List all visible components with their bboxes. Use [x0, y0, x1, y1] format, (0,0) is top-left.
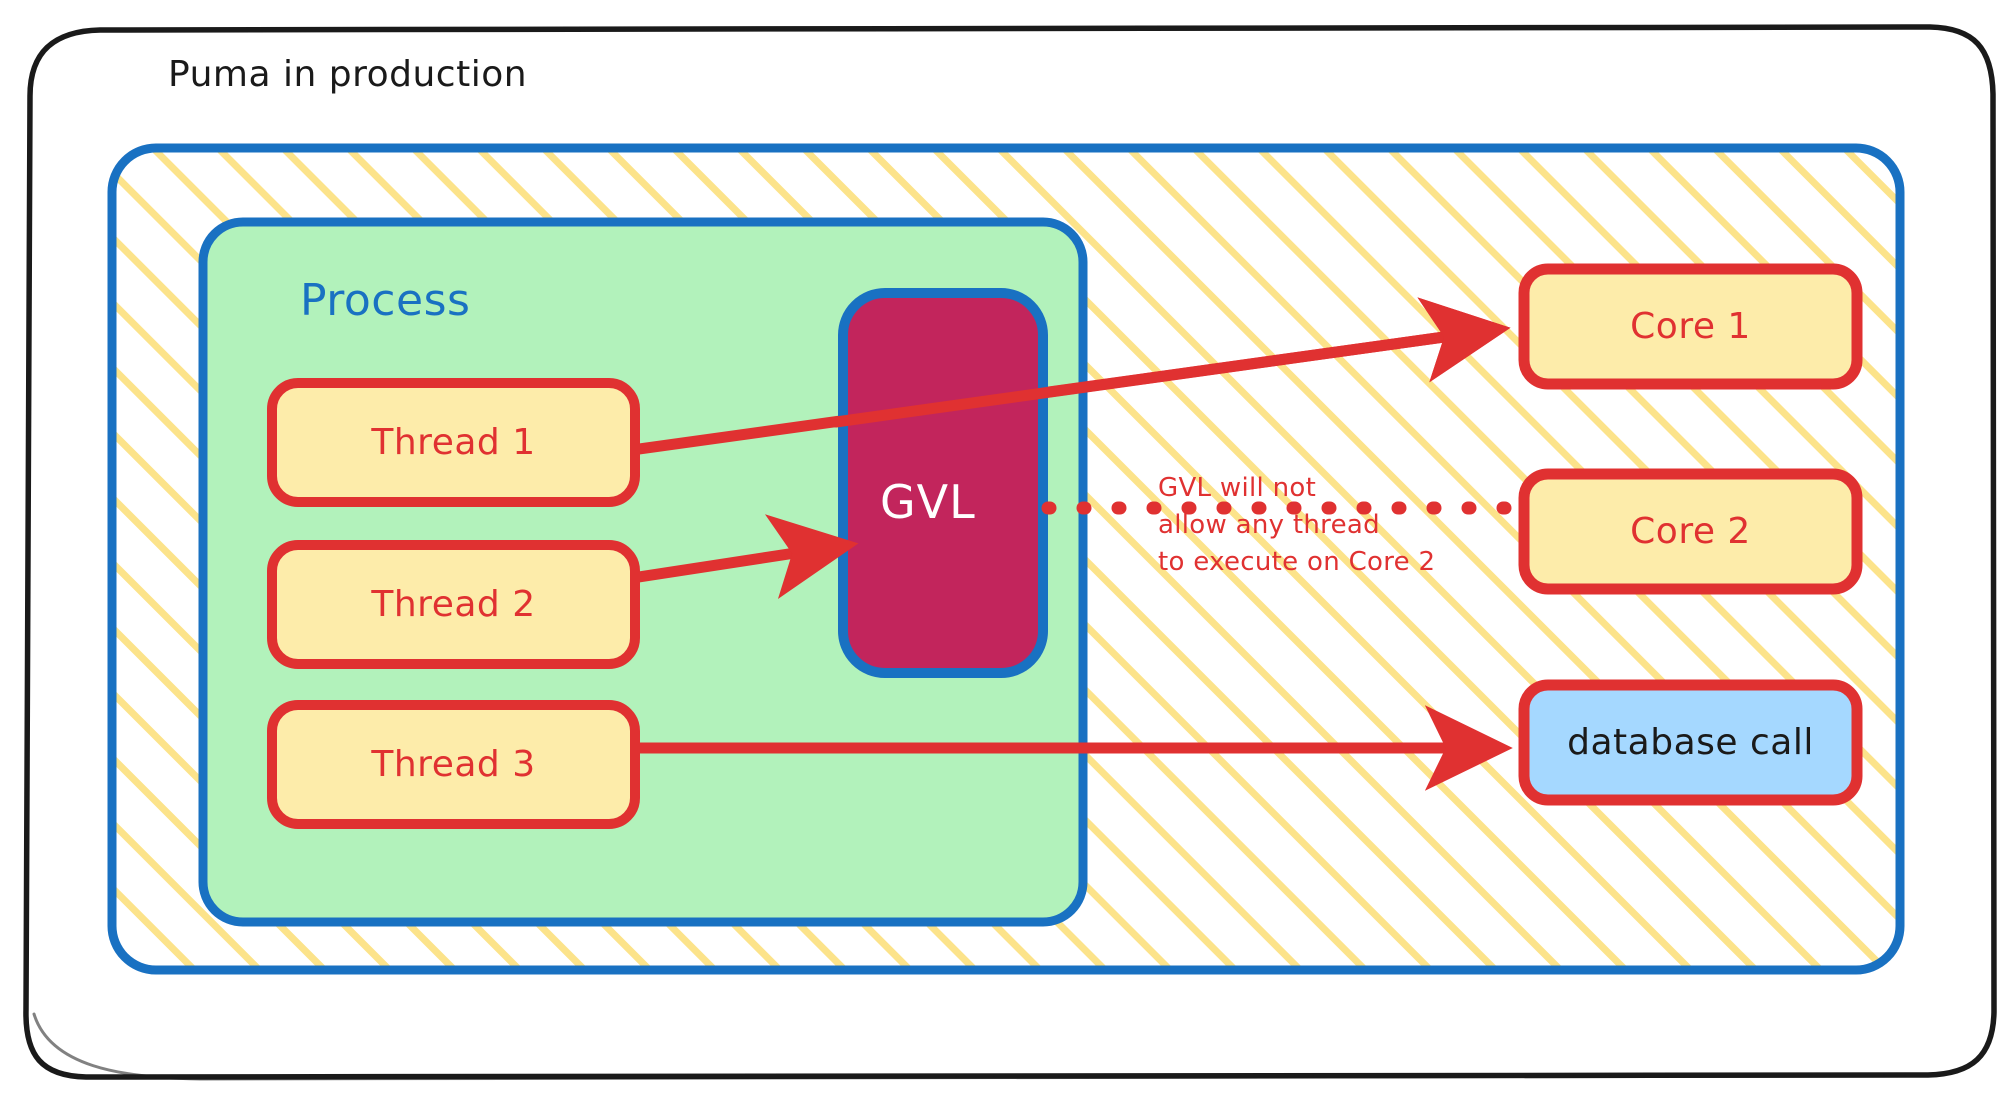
edge-thread2-to-gvl: [626, 514, 859, 600]
database-box[interactable]: [1518, 679, 1863, 806]
thread-box-3[interactable]: [267, 700, 640, 829]
edge-thread1-overlay: [830, 297, 1511, 428]
core-box-2[interactable]: [1518, 468, 1863, 595]
gvl-box: [838, 288, 1048, 678]
thread-box-2[interactable]: [267, 540, 640, 669]
thread-box-1[interactable]: [267, 378, 640, 507]
core-box-1[interactable]: [1518, 263, 1863, 390]
